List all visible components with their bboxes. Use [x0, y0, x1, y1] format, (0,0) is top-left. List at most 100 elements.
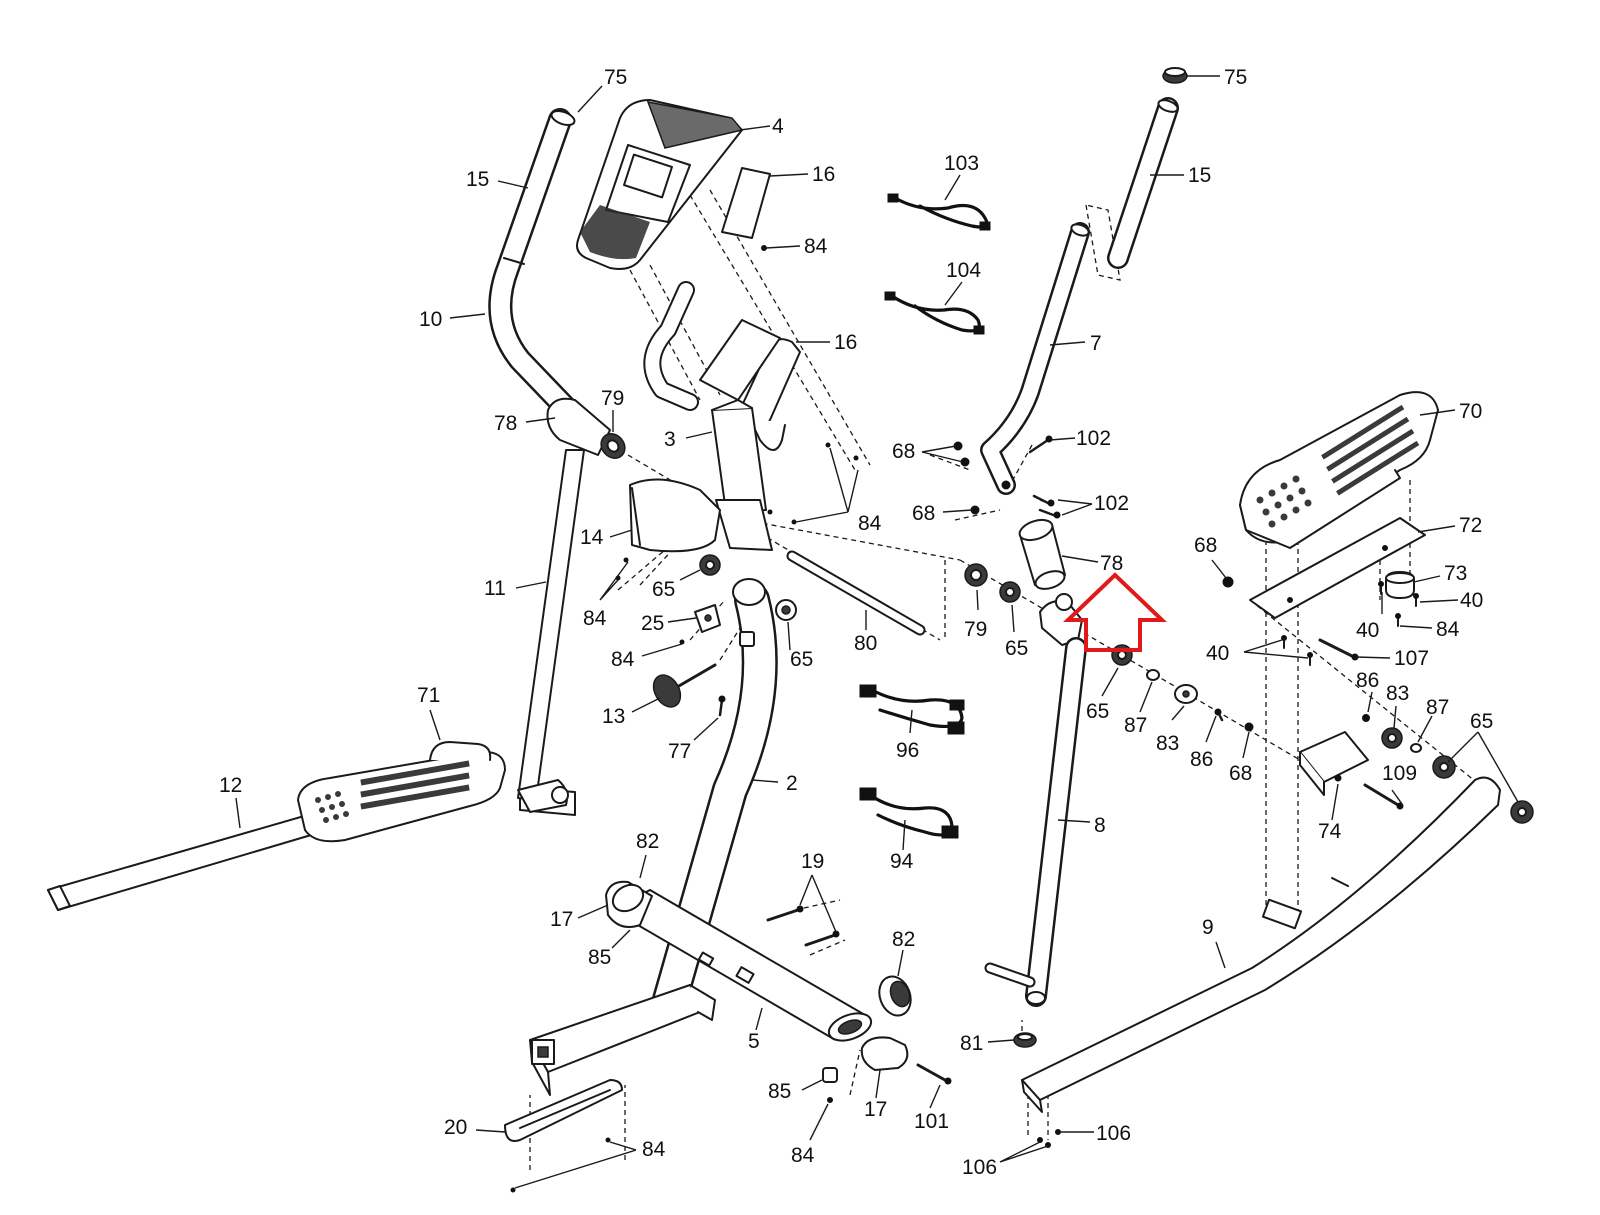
pivot-78-right: [1018, 518, 1066, 590]
callout-14: 14: [580, 526, 604, 549]
callout-78: 78: [1100, 552, 1123, 575]
callout-19: 19: [801, 850, 824, 873]
callout-40: 40: [1206, 642, 1229, 665]
cap-85: [822, 1067, 838, 1103]
upright-2: [652, 578, 778, 1018]
bushing-79-right: [964, 563, 988, 587]
callout-16: 16: [812, 163, 835, 186]
callout-82: 82: [636, 830, 659, 853]
callout-104: 104: [946, 259, 981, 282]
hardware-102-68: [953, 435, 1061, 519]
bushing-65-right-a: [999, 581, 1021, 603]
console-4: [576, 99, 744, 270]
screws-106: [1037, 1129, 1061, 1148]
leader-lines: [235, 75, 1519, 1189]
callout-40: 40: [1356, 619, 1379, 642]
callout-102: 102: [1076, 427, 1111, 450]
callout-17: 17: [550, 908, 573, 931]
callout-20: 20: [444, 1116, 467, 1139]
bushing-65-left-a: [699, 554, 721, 576]
upright-11: [517, 449, 585, 813]
callout-68: 68: [1194, 534, 1217, 557]
callout-106: 106: [1096, 1122, 1131, 1145]
callout-84: 84: [611, 648, 635, 671]
callout-101: 101: [914, 1110, 949, 1133]
callout-labels: 75 4 15 16 84 10 16 78 79 3 84 14 11 65 …: [219, 66, 1493, 1179]
pedal-70: [1239, 391, 1439, 549]
callout-79: 79: [964, 618, 987, 641]
callout-68: 68: [892, 440, 915, 463]
callout-84: 84: [791, 1144, 815, 1167]
pedal-71: [297, 741, 506, 843]
callout-11: 11: [484, 577, 506, 600]
console-mast-3: [643, 281, 781, 551]
callout-25: 25: [641, 612, 664, 635]
callout-84: 84: [804, 235, 828, 258]
callout-84: 84: [858, 512, 882, 535]
foot-20: [504, 1079, 623, 1142]
callout-13: 13: [602, 705, 625, 728]
cable-96: [859, 684, 965, 735]
grip-15-right: [1107, 97, 1179, 269]
pivot-78-left: [546, 397, 626, 459]
callout-82: 82: [892, 928, 915, 951]
callout-10: 10: [419, 308, 442, 331]
screw-84-left: [615, 245, 859, 645]
callout-86: 86: [1190, 748, 1213, 771]
cable-94: [859, 787, 959, 839]
callout-80: 80: [854, 632, 877, 655]
callout-109: 109: [1382, 762, 1417, 785]
callout-68: 68: [912, 502, 935, 525]
bushing-65-left-b: [775, 599, 797, 621]
shroud-14: [629, 478, 721, 553]
callout-15: 15: [466, 168, 489, 191]
bolt-101: [916, 1063, 952, 1085]
callout-85: 85: [768, 1080, 791, 1103]
handlebar-7: [980, 222, 1090, 495]
callout-8: 8: [1094, 814, 1106, 837]
callout-74: 74: [1318, 820, 1342, 843]
callout-85: 85: [588, 946, 611, 969]
callout-87: 87: [1426, 696, 1449, 719]
cover-16-upper: [721, 167, 771, 239]
callout-75: 75: [1224, 66, 1247, 89]
callout-12: 12: [219, 774, 242, 797]
screw-84-bottom: [510, 1137, 611, 1193]
highlight-arrow: [1063, 572, 1167, 652]
callout-65: 65: [790, 648, 813, 671]
callout-5: 5: [748, 1030, 760, 1053]
callout-70: 70: [1459, 400, 1482, 423]
wheel-82-right: [878, 975, 912, 1017]
callout-16: 16: [834, 331, 857, 354]
callout-102: 102: [1094, 492, 1129, 515]
callout-77: 77: [668, 740, 691, 763]
callout-94: 94: [890, 850, 914, 873]
callout-83: 83: [1156, 732, 1179, 755]
callout-86: 86: [1356, 669, 1379, 692]
screw-77: [718, 695, 726, 717]
knob-13: [652, 663, 717, 708]
callout-83: 83: [1386, 682, 1409, 705]
pedal-arm-9: [1021, 776, 1501, 1113]
bracket-25: [694, 604, 721, 633]
cable-103: [887, 193, 991, 231]
cap-75-right: [1162, 67, 1188, 84]
endcap-17-left: [605, 880, 653, 928]
callout-4: 4: [772, 115, 784, 138]
callout-75: 75: [604, 66, 627, 89]
callout-65: 65: [652, 578, 675, 601]
callout-87: 87: [1124, 714, 1147, 737]
callout-65: 65: [1005, 637, 1028, 660]
callout-73: 73: [1444, 562, 1467, 585]
callout-17: 17: [864, 1098, 887, 1121]
callout-65: 65: [1470, 710, 1493, 733]
endcap-17-right: [860, 1036, 909, 1071]
callout-68: 68: [1229, 762, 1252, 785]
callout-78: 78: [494, 412, 517, 435]
callout-3: 3: [664, 428, 676, 451]
callout-79: 79: [601, 387, 624, 410]
hardware-stack-rear: [1362, 714, 1534, 824]
cable-104: [884, 291, 985, 335]
plate-72: [1249, 517, 1426, 619]
